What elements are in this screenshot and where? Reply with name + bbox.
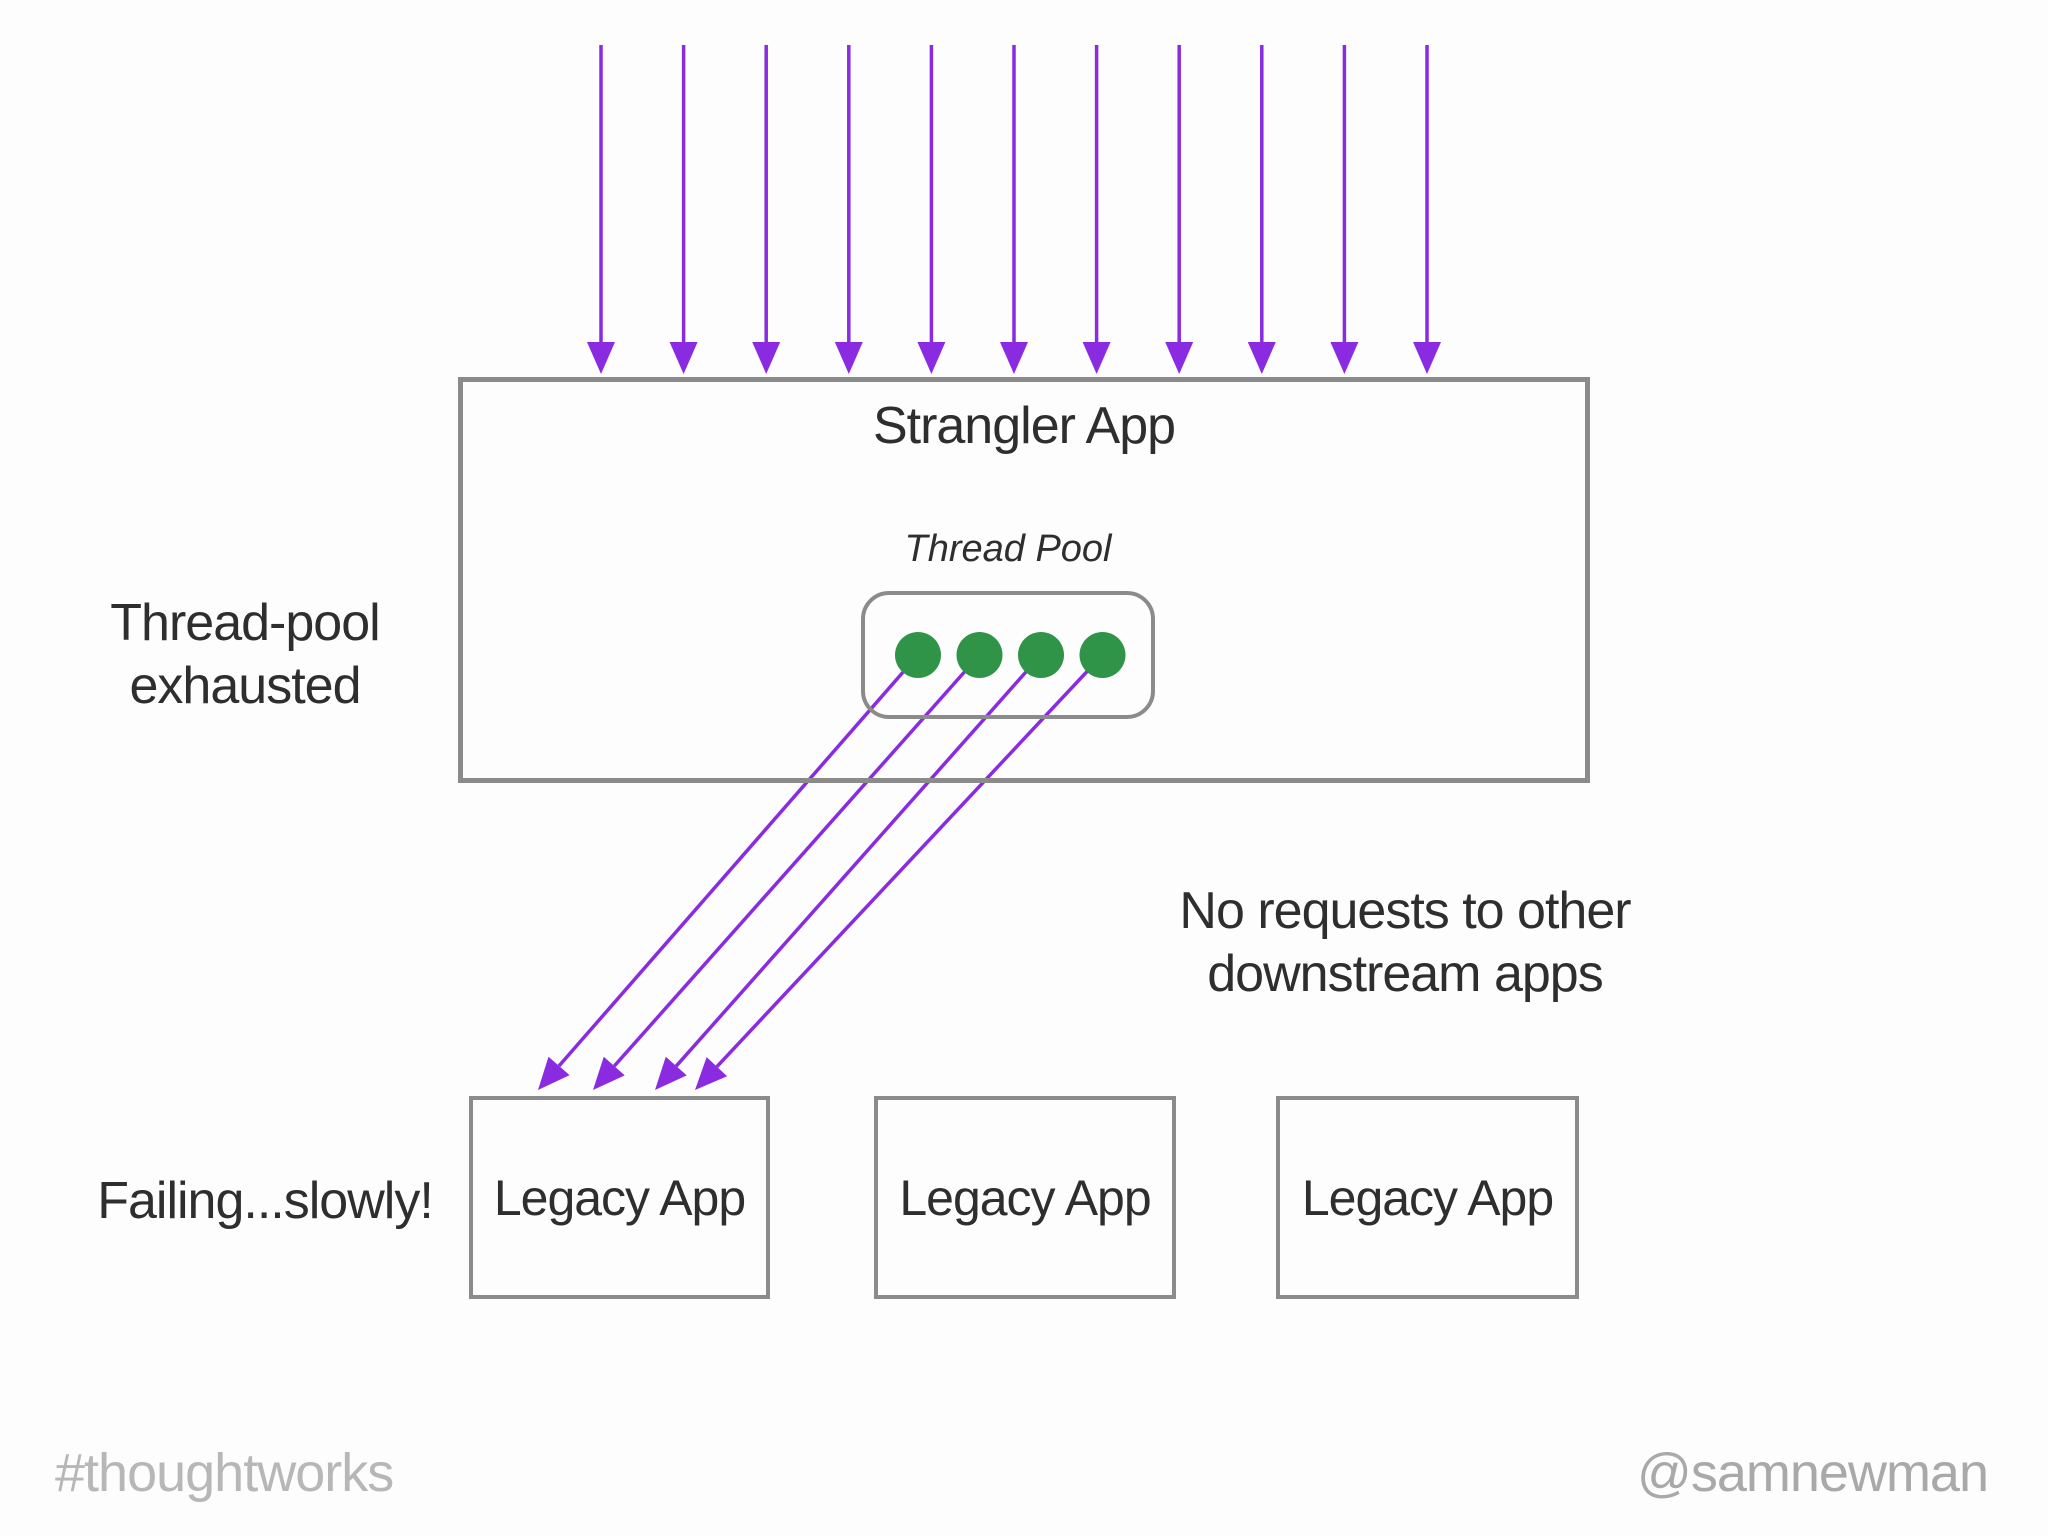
incoming-request-arrow [834, 45, 863, 374]
incoming-request-arrow [1330, 45, 1359, 374]
footer-twitter-handle: @samnewman [1637, 1443, 1989, 1503]
downstream-request-arrow [655, 653, 1043, 1090]
downstream-request-arrow [538, 653, 920, 1090]
strangler-app-box: Strangler App [458, 377, 1590, 783]
legacy-app-label: Legacy App [1301, 1169, 1554, 1226]
legacy-app-box-3: Legacy App [1276, 1096, 1579, 1299]
thread-dot [895, 632, 941, 678]
thread-pool-label: Thread Pool [904, 528, 1112, 570]
incoming-request-arrow [917, 45, 946, 374]
incoming-request-arrow [1082, 45, 1111, 374]
legacy-app-label: Legacy App [899, 1169, 1151, 1226]
thread-pool-box [861, 591, 1155, 719]
thread-dot [1079, 632, 1126, 678]
annotation-no-requests: No requests to other downstream apps [1179, 882, 1631, 1004]
incoming-request-arrow [1000, 45, 1028, 374]
annotation-failing-slowly: Failing...slowly! [97, 1172, 434, 1230]
incoming-request-arrow [1413, 45, 1441, 374]
strangler-app-title: Strangler App [872, 397, 1176, 455]
incoming-request-arrow [752, 45, 781, 374]
legacy-app-label: Legacy App [493, 1169, 746, 1226]
legacy-app-box-1: Legacy App [469, 1096, 770, 1299]
downstream-request-arrow [593, 653, 981, 1090]
thread-dot [1018, 632, 1064, 678]
legacy-app-box-2: Legacy App [874, 1096, 1176, 1299]
downstream-request-arrow [695, 653, 1104, 1090]
incoming-request-arrow [669, 45, 698, 374]
incoming-request-arrow [1247, 45, 1276, 374]
incoming-request-arrow [587, 45, 615, 374]
thread-dot [956, 632, 1003, 678]
incoming-request-arrow [1165, 45, 1194, 374]
annotation-thread-pool-exhausted: Thread-pool exhausted [110, 594, 380, 716]
footer-hashtag: #thoughtworks [55, 1443, 394, 1503]
